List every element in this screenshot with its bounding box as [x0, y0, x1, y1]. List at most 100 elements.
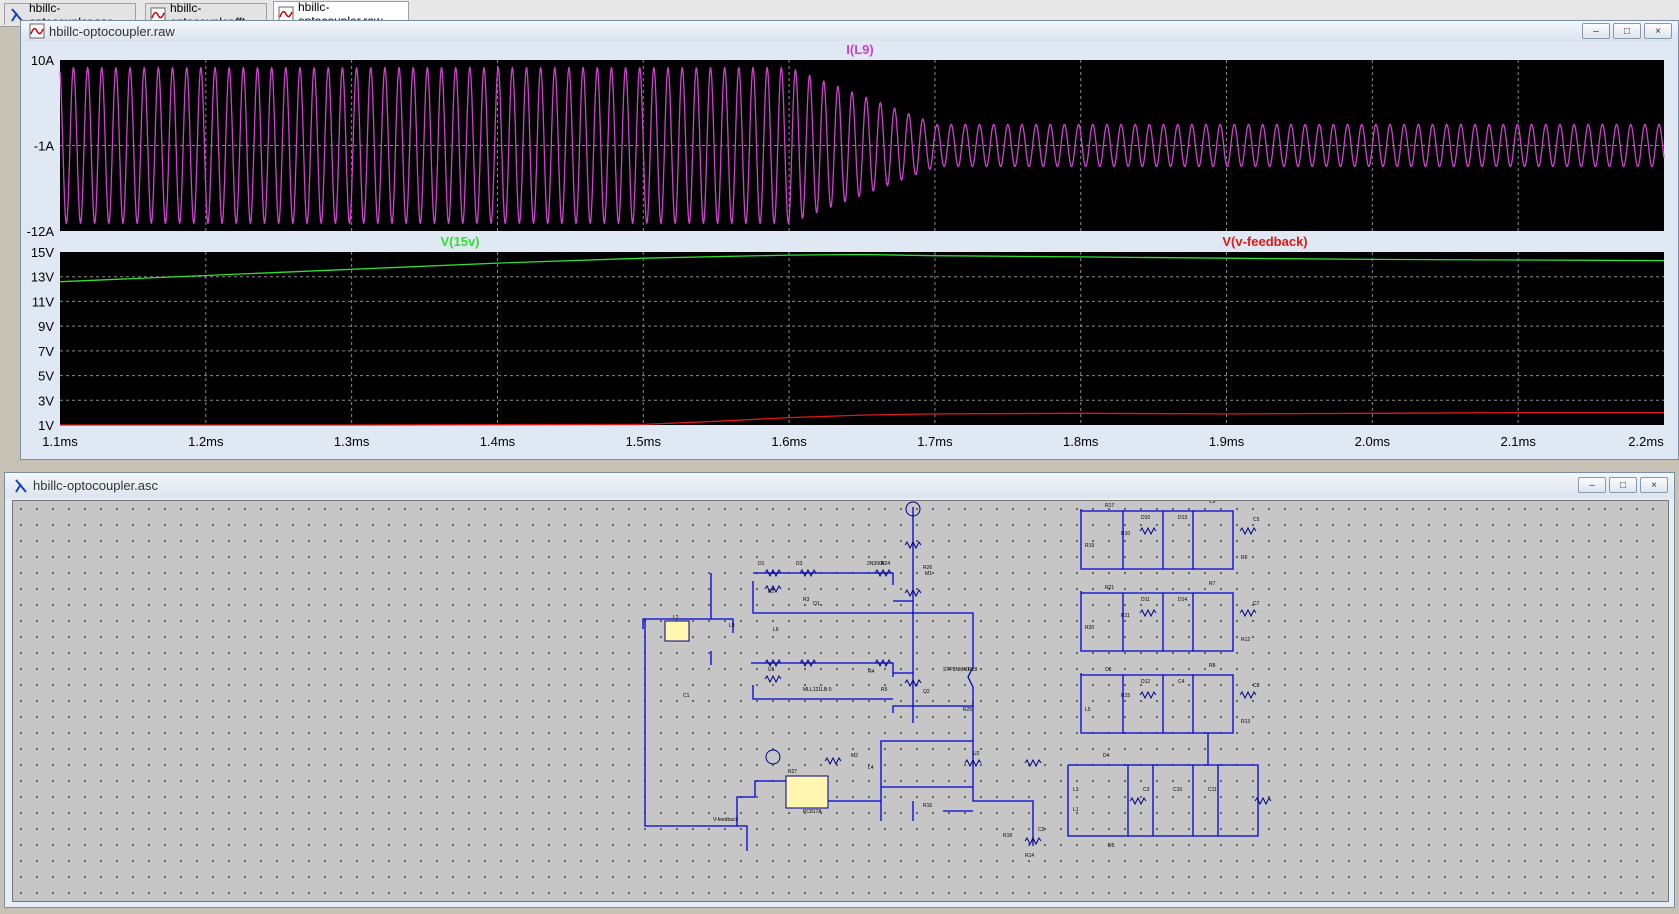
y-tick-label: 5V [38, 369, 54, 384]
component-label: D4 [1103, 753, 1110, 759]
component-label: C8 [1253, 683, 1260, 689]
trace-v-15v[interactable] [59, 253, 1665, 283]
close-button[interactable]: × [1640, 477, 1668, 493]
component-label: R21 [1105, 585, 1114, 591]
component-label: R18 [1003, 833, 1012, 839]
component-label: L9 [729, 623, 735, 629]
component-label: M2 [851, 753, 858, 759]
window-controls: – □ × [1578, 477, 1668, 493]
maximize-button[interactable]: □ [1613, 23, 1641, 39]
x-tick-label: 1.1ms [42, 434, 78, 449]
waveform-plot-area[interactable]: I(L9) 10A -1A -12A V(15v) V(v-feedback) 15… [0, 0, 1679, 460]
component-label: R28 [968, 667, 977, 673]
resistor[interactable] [1129, 796, 1147, 806]
trace-label-v-feedback[interactable]: V(v-feedback) [1222, 234, 1307, 249]
trace-label-v-15v[interactable]: V(15v) [440, 234, 479, 249]
trace-label-i-l9[interactable]: I(L9) [846, 42, 873, 57]
close-button[interactable]: × [1644, 23, 1672, 39]
schematic-window-titlebar: hbillc-optocoupler.asc [5, 473, 1674, 498]
component-label: V-feedback [713, 817, 739, 823]
resistor[interactable] [1024, 836, 1042, 846]
tab-fft[interactable]: hbillc-optocoupler.fft [145, 1, 267, 29]
grid-lines [60, 252, 1664, 425]
x-tick-label: 2.0ms [1355, 434, 1391, 449]
resistor[interactable] [1254, 796, 1272, 806]
component-label: C7 [1253, 601, 1260, 607]
component-label: M1 [925, 571, 932, 577]
y-tick-label: -1A [34, 139, 55, 154]
u2-optocoupler[interactable] [785, 775, 829, 809]
component-label: L5 [1085, 707, 1091, 713]
component-label: C3 [1143, 787, 1150, 793]
component-label: D13 [1178, 515, 1187, 521]
resistor[interactable] [904, 588, 922, 598]
plot-pane-current[interactable] [60, 60, 1664, 231]
resistor[interactable] [904, 678, 922, 688]
resistor[interactable] [1139, 608, 1157, 618]
resistor[interactable] [764, 584, 782, 594]
component-label: R27 [788, 769, 797, 775]
resistor[interactable] [1239, 608, 1257, 618]
component-label: D14 [1178, 597, 1187, 603]
component-label: Q2 [923, 689, 930, 695]
resistor[interactable] [1024, 758, 1042, 768]
component-label: L3 [1073, 787, 1079, 793]
resistor[interactable] [904, 540, 922, 550]
y-tick-label: 15V [31, 245, 54, 260]
plot-pane-voltage[interactable] [60, 252, 1664, 425]
component-label: MLL121LB-5 [803, 687, 832, 693]
component-label: U1 [768, 667, 775, 673]
resistor[interactable] [1239, 690, 1257, 700]
component-label: C11 [1208, 787, 1217, 793]
resistor[interactable] [764, 674, 782, 684]
v2-source[interactable] [765, 749, 781, 765]
resistor[interactable] [964, 758, 982, 768]
u1-controller[interactable] [664, 620, 690, 642]
component-label: C6 [1105, 667, 1112, 673]
resistor[interactable] [1239, 526, 1257, 536]
component-label: C10 [1173, 787, 1182, 793]
x-tick-label: 2.2ms [1628, 434, 1664, 449]
resistor[interactable] [799, 568, 817, 578]
minimize-button[interactable]: – [1582, 23, 1610, 39]
component-label: STP8NM60 [943, 667, 969, 673]
component-label: R9 [1241, 555, 1248, 561]
component-label: R24 [881, 561, 890, 567]
window-title: hbillc-optocoupler.raw [49, 23, 175, 39]
component-label: L1 [1073, 807, 1079, 813]
y-tick-label: 10A [31, 53, 54, 68]
resistor[interactable] [799, 658, 817, 668]
trace-v-feedback[interactable] [60, 411, 1664, 426]
minimize-button[interactable]: – [1578, 477, 1606, 493]
y-tick-label: -12A [27, 224, 55, 239]
resistor[interactable] [764, 658, 782, 668]
x-tick-label: 1.2ms [188, 434, 224, 449]
x-tick-label: 2.1ms [1500, 434, 1536, 449]
x-tick-label: 1.4ms [480, 434, 516, 449]
resistor[interactable] [1139, 526, 1157, 536]
schematic-icon [11, 7, 23, 22]
component-label: C1 [683, 693, 690, 699]
component-label: R11 [1121, 613, 1130, 619]
trace-i-l9[interactable] [59, 66, 1665, 225]
maximize-button[interactable]: □ [1609, 477, 1637, 493]
window-controls: – □ × [1582, 23, 1672, 39]
waveform-icon [278, 6, 294, 22]
resistor[interactable] [764, 568, 782, 578]
component-label: D1 [758, 561, 765, 567]
resistor[interactable] [874, 658, 892, 668]
x-tick-label: 1.5ms [626, 434, 662, 449]
resistor[interactable] [824, 756, 842, 766]
resistor[interactable] [1139, 690, 1157, 700]
component-label: Q1 [813, 601, 820, 607]
component-label: R5 [881, 687, 888, 693]
resistor[interactable] [874, 568, 892, 578]
x-tick-label: 1.9ms [1209, 434, 1245, 449]
component-label: D11 [1141, 597, 1150, 603]
component-label: R17 [1105, 503, 1114, 509]
v1-source[interactable] [905, 501, 921, 517]
component-label: U2 [973, 751, 980, 757]
